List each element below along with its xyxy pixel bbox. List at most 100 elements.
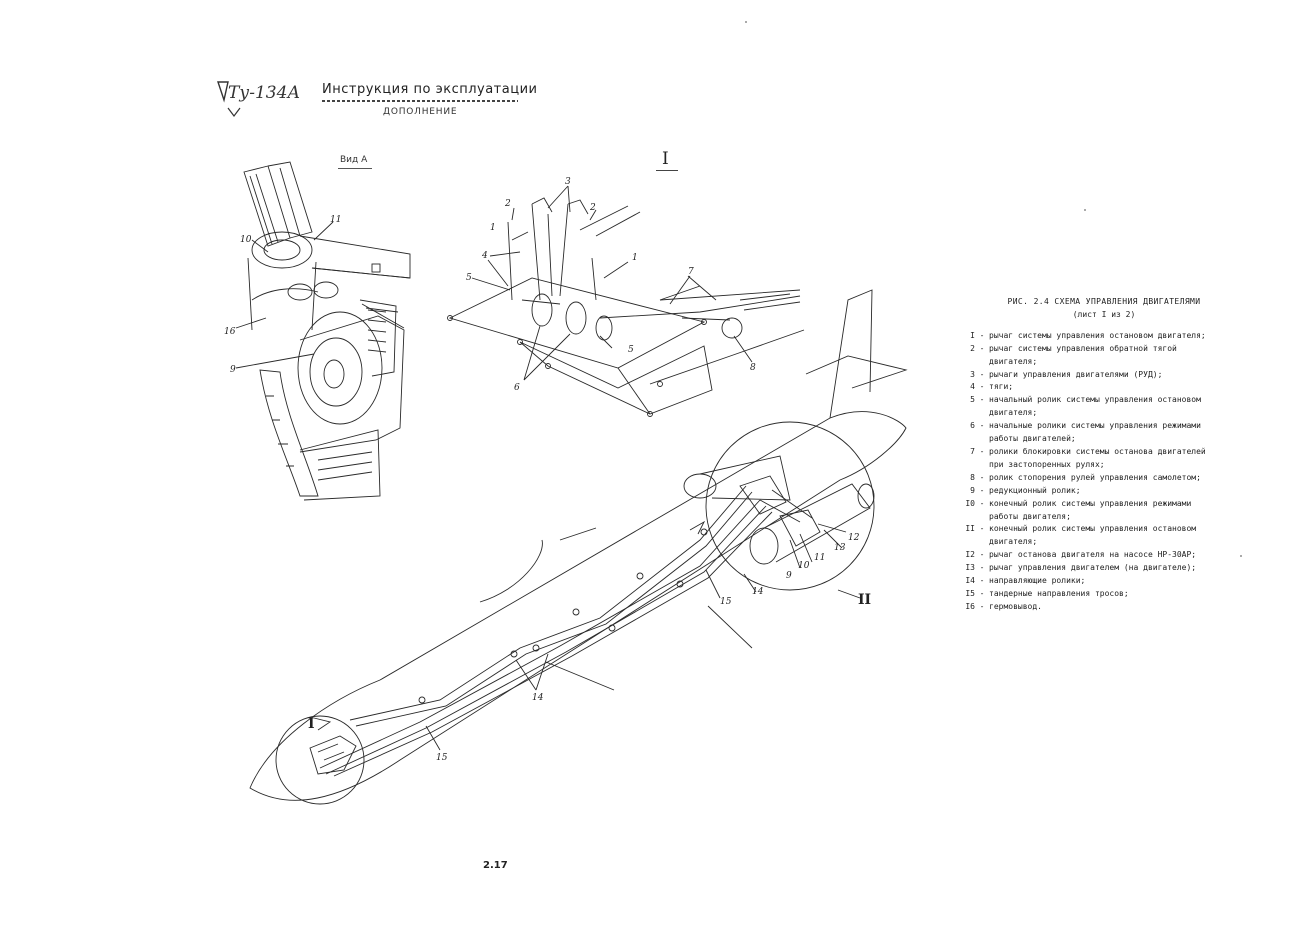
callout-engine-10: 10 xyxy=(798,561,810,571)
legend-item: I-рычаг системы управления остановом дви… xyxy=(958,330,1250,343)
legend-item-text: рычаги управления двигателями (РУД); xyxy=(989,369,1163,379)
view-a-underline xyxy=(338,168,372,169)
legend-item: I6-гермовывод. xyxy=(958,601,1250,614)
legend-item-text: начальный ролик системы управления остан… xyxy=(989,395,1201,405)
legend-item-number: 4 xyxy=(970,382,975,392)
legend-item: II-конечный ролик системы управления ост… xyxy=(958,523,1250,536)
legend-item-number: I6 xyxy=(965,601,975,611)
callout-detail-i-3: 3 xyxy=(565,177,571,187)
legend-item: 9-редукционный ролик; xyxy=(958,485,1250,498)
callout-view-a-9: 9 xyxy=(230,365,236,375)
callout-fuselage-i: I xyxy=(308,716,315,732)
legend-item: 5-начальный ролик системы управления ост… xyxy=(958,394,1250,407)
svg-text:Ту-134А: Ту-134А xyxy=(228,83,300,103)
legend-item-text: тяги; xyxy=(989,382,1014,392)
legend-item-text: рычаг системы управления обратной тягой xyxy=(989,343,1177,353)
legend-item-number: I2 xyxy=(965,550,975,560)
legend-item-dash: - xyxy=(979,601,985,611)
legend-item: 3-рычаги управления двигателями (РУД); xyxy=(958,369,1250,382)
callout-detail-i-6: 6 xyxy=(514,383,520,393)
legend-item-text: конечный ролик системы управления режима… xyxy=(989,498,1192,508)
callout-engine-12: 12 xyxy=(848,533,860,543)
legend-item-number: I4 xyxy=(965,576,975,586)
legend-items: I-рычаг системы управления остановом дви… xyxy=(958,330,1250,614)
legend-item-text: конечный ролик системы управления остано… xyxy=(989,524,1197,534)
detail-i-label: I xyxy=(662,149,669,169)
legend-item: 8-ролик стопорения рулей управления само… xyxy=(958,472,1250,485)
callout-detail-i-2b: 2 xyxy=(589,203,596,213)
view-a-drawing xyxy=(235,161,411,501)
callout-engine-13: 13 xyxy=(834,543,846,553)
legend-item: 7-ролики блокировки системы останова дви… xyxy=(958,446,1250,459)
callout-view-a-10: 10 xyxy=(240,235,252,245)
legend-item: I4-направляющие ролики; xyxy=(958,575,1250,588)
legend-item-continuation: двигателя; xyxy=(989,408,1038,418)
legend-item-dash: - xyxy=(979,446,985,456)
legend-item-dash: - xyxy=(979,395,985,405)
legend-item: 2-рычаг системы управления обратной тяго… xyxy=(958,343,1250,356)
legend-item: I5-тандерные направления тросов; xyxy=(958,588,1250,601)
callout-detail-ii: II xyxy=(858,592,871,608)
legend-item-text: ролик стопорения рулей управления самоле… xyxy=(989,472,1201,482)
legend-item-number: 8 xyxy=(970,472,975,482)
legend-item-dash: - xyxy=(979,550,985,560)
page-number: 2.17 xyxy=(483,860,508,871)
legend-item-number: 2 xyxy=(970,343,975,353)
callout-detail-i-1b: 1 xyxy=(632,253,638,263)
legend-item-dash: - xyxy=(979,369,985,379)
legend-item-continuation: двигателя; xyxy=(989,356,1038,366)
legend-item-continuation: двигателя; xyxy=(989,537,1038,547)
legend-item-text: начальные ролики системы управления режи… xyxy=(989,421,1201,431)
document-title: Инструкция по эксплуатации xyxy=(322,82,538,97)
title-underline xyxy=(322,100,518,102)
legend-item-number: I3 xyxy=(965,563,975,573)
legend-item-number: I xyxy=(970,330,975,340)
legend-item-number: 9 xyxy=(970,485,975,495)
legend-item-dash: - xyxy=(979,343,985,353)
legend-item-text: ролики блокировки системы останова двига… xyxy=(989,446,1206,456)
legend-item-text: рычаг останова двигателя на насосе НР-30… xyxy=(989,550,1197,560)
detail-i-drawing xyxy=(447,185,805,417)
legend-item: I0-конечный ролик системы управления реж… xyxy=(958,498,1250,511)
callout-fuselage-14: 14 xyxy=(532,693,544,703)
legend-item-dash: - xyxy=(979,485,985,495)
legend-item-text: рычаг системы управления остановом двига… xyxy=(989,330,1206,340)
legend-item-number: I5 xyxy=(965,588,975,598)
detail-i-underline xyxy=(656,170,678,171)
legend-item-dash: - xyxy=(979,498,985,508)
document-subtitle: ДОПОЛНЕНИЕ xyxy=(383,107,458,117)
callout-detail-i-2a: 2 xyxy=(504,199,511,209)
legend-item-text: рычаг управления двигателем (на двигател… xyxy=(989,563,1197,573)
legend-item-number: 3 xyxy=(970,369,975,379)
legend-item-number: 5 xyxy=(970,395,975,405)
tupolev-logo: Ту-134А xyxy=(217,81,300,117)
legend-item: I2-рычаг останова двигателя на насосе НР… xyxy=(958,549,1250,562)
legend-item-text: гермовывод. xyxy=(989,601,1042,611)
legend-subtitle: (лист I из 2) xyxy=(1072,309,1136,319)
legend-item-number: II xyxy=(965,524,975,534)
legend-item-text: редукционный ролик; xyxy=(989,485,1081,495)
legend-item-number: 6 xyxy=(970,421,975,431)
legend-item-dash: - xyxy=(979,421,985,431)
legend-item-dash: - xyxy=(979,524,985,534)
legend-item-dash: - xyxy=(979,330,985,340)
callout-engine-14: 14 xyxy=(752,587,764,597)
legend-item-number: I0 xyxy=(965,498,975,508)
legend-item: I3-рычаг управления двигателем (на двига… xyxy=(958,562,1250,575)
legend-item-dash: - xyxy=(979,382,985,392)
callout-detail-i-7: 7 xyxy=(688,267,694,277)
legend-item-text: направляющие ролики; xyxy=(989,576,1086,586)
legend-item-dash: - xyxy=(979,588,985,598)
callout-fuselage-15: 15 xyxy=(436,753,448,763)
callout-engine-9: 9 xyxy=(786,571,792,581)
callout-detail-i-4: 4 xyxy=(481,251,488,261)
view-a-label: Вид А xyxy=(340,155,368,165)
aircraft-drawing xyxy=(249,289,908,805)
legend-item-number: 7 xyxy=(970,446,975,456)
callout-detail-i-8: 8 xyxy=(750,363,756,373)
legend-item-continuation: при застопоренных рулях; xyxy=(989,459,1105,469)
callout-detail-i-5b: 5 xyxy=(628,345,634,355)
callout-view-a-16: 16 xyxy=(224,327,236,337)
